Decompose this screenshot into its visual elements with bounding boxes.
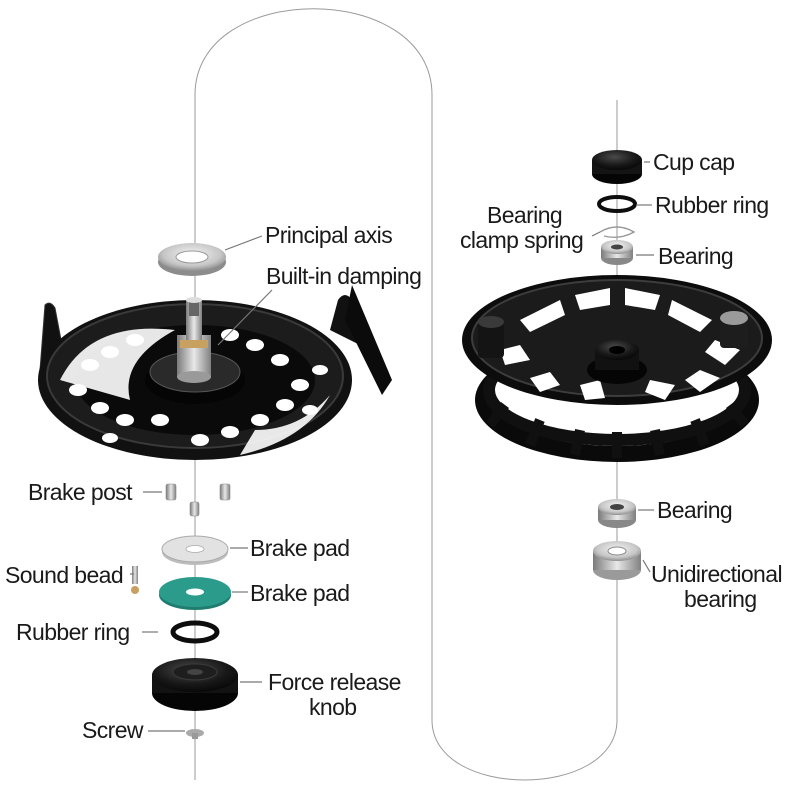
- connecting-loop-line: [194, 8, 618, 781]
- label-brake-post: Brake post: [28, 479, 133, 505]
- label-brake-pad-1: Brake pad: [250, 535, 349, 561]
- principal-axis-nut: [158, 243, 226, 276]
- label-bearing-clamp-2: clamp spring: [460, 227, 583, 253]
- rubber-ring-left: [170, 620, 220, 644]
- label-cup-cap: Cup cap: [653, 149, 734, 175]
- brake-posts: [165, 483, 231, 517]
- label-force-release-1: Force release: [268, 669, 401, 695]
- label-screw: Screw: [82, 717, 144, 743]
- label-unidirectional-2: bearing: [684, 586, 757, 612]
- label-force-release-2: knob: [309, 694, 356, 720]
- label-unidirectional-1: Unidirectional: [651, 561, 782, 587]
- label-rubber-ring-right: Rubber ring: [655, 192, 769, 218]
- label-brake-pad-2: Brake pad: [250, 580, 349, 606]
- label-bearing-top: Bearing: [658, 243, 733, 269]
- rubber-ring-right: [597, 195, 637, 213]
- label-bearing-clamp-1: Bearing: [487, 202, 562, 228]
- label-bearing-bottom: Bearing: [657, 497, 732, 523]
- label-principal-axis: Principal axis: [265, 222, 392, 248]
- label-builtin-damping: Built-in damping: [266, 263, 421, 289]
- screw: [186, 729, 204, 739]
- label-rubber-ring-left: Rubber ring: [16, 619, 130, 645]
- right-spool: [462, 275, 772, 462]
- left-spool-frame: [38, 285, 392, 460]
- unidirectional-bearing: [593, 541, 641, 580]
- brake-pad-teal: [159, 577, 231, 610]
- force-release-knob: [152, 658, 238, 711]
- sound-bead: [131, 566, 139, 594]
- bearing-top: [601, 240, 633, 265]
- label-sound-bead: Sound bead: [5, 562, 123, 588]
- brake-pad-silver: [161, 535, 229, 565]
- bearing-bottom: [598, 499, 636, 528]
- leader-lines: [130, 161, 654, 732]
- bearing-clamp-spring: [599, 226, 636, 239]
- cup-cap: [592, 150, 642, 184]
